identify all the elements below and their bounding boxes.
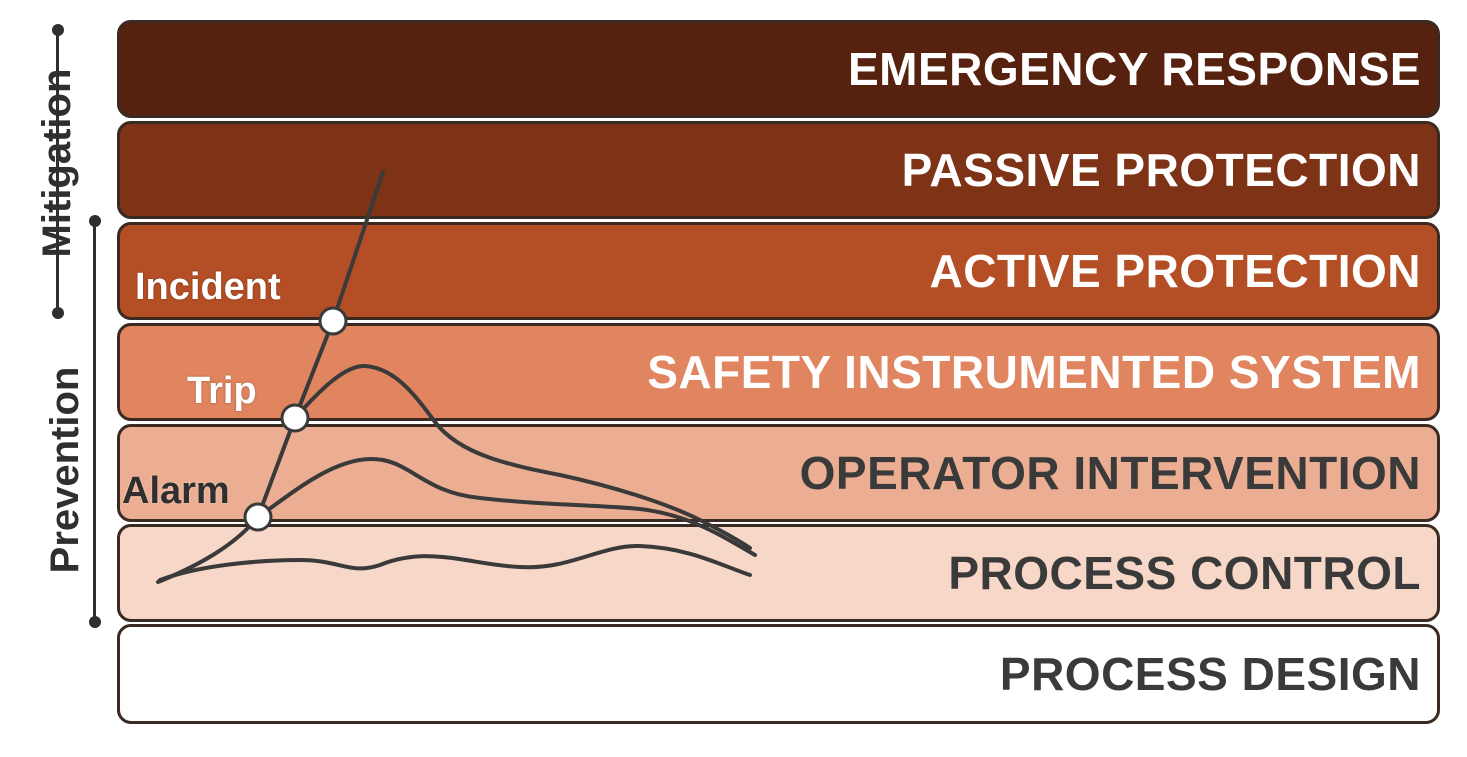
trip-label: Trip <box>187 370 257 412</box>
trip-response-curve <box>293 363 752 550</box>
layer-label-process-control: PROCESS CONTROL <box>948 547 1421 599</box>
layer-label-passive-protection: PASSIVE PROTECTION <box>901 144 1421 196</box>
layer-safety-instrumented-system: SAFETY INSTRUMENTED SYSTEM <box>117 323 1440 421</box>
layer-process-control: PROCESS CONTROL <box>117 524 1440 622</box>
alarm-marker <box>243 502 273 532</box>
mitigation-bracket-line <box>56 30 59 313</box>
layer-label-emergency-response: EMERGENCY RESPONSE <box>847 43 1421 95</box>
alarm-response-curve <box>256 456 757 557</box>
layer-operator-intervention: OPERATOR INTERVENTION <box>117 424 1440 522</box>
process-control-curve <box>158 543 752 582</box>
mitigation-bracket-top-dot <box>52 24 64 36</box>
prevention-bracket-top-dot <box>89 215 101 227</box>
layer-label-operator-intervention: OPERATOR INTERVENTION <box>799 447 1421 499</box>
layer-label-process-design: PROCESS DESIGN <box>999 648 1421 700</box>
incident-marker <box>318 306 348 336</box>
prevention-bracket-bottom-dot <box>89 616 101 628</box>
trip-marker <box>280 403 310 433</box>
layer-passive-protection: PASSIVE PROTECTION <box>117 121 1440 219</box>
mitigation-bracket-bottom-dot <box>52 307 64 319</box>
layer-process-design: PROCESS DESIGN <box>117 624 1440 724</box>
layer-label-safety-instrumented-system: SAFETY INSTRUMENTED SYSTEM <box>647 346 1421 398</box>
incident-label: Incident <box>135 266 281 308</box>
prevention-bracket-line <box>93 221 96 622</box>
layer-emergency-response: EMERGENCY RESPONSE <box>117 20 1440 118</box>
layer-label-active-protection: ACTIVE PROTECTION <box>929 245 1421 297</box>
alarm-label: Alarm <box>122 470 230 512</box>
